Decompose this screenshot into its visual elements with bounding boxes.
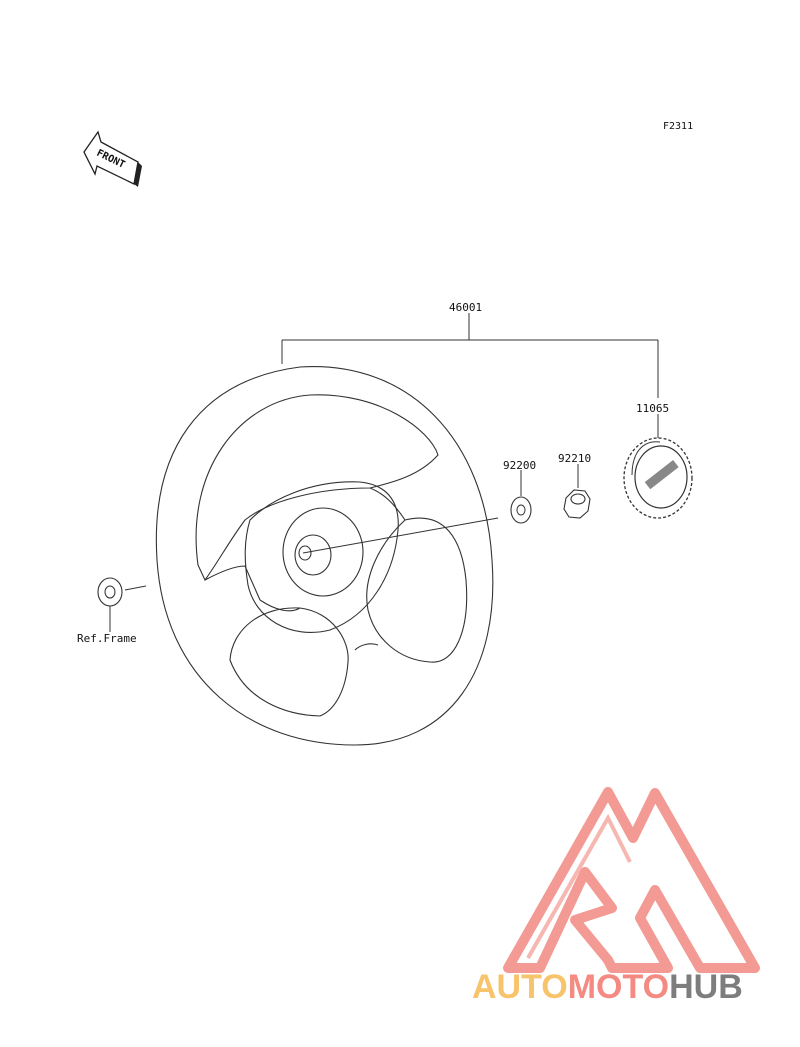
front-arrow-icon: FRONT [83,130,142,187]
assembly-bracket [281,313,659,442]
watermark-text-auto: AUTO [472,968,568,1006]
steering-wheel [155,366,494,746]
figure-code: F2311 [663,121,693,132]
part-label-reference: Ref.Frame [77,632,137,645]
wheel-rim-inner-top [195,394,439,582]
part-label-nut: 92210 [558,452,591,465]
center-cap-11065 [623,437,693,519]
watermark-text-hub: HUB [669,968,743,1006]
watermark-logo-icon [503,787,760,973]
wheel-hub-outer [282,507,364,597]
part-label-assembly: 46001 [449,301,482,314]
part-label-cap: 11065 [636,402,669,415]
watermark-text-moto: MOTO [568,968,669,1006]
wheel-rim-inner-bottom [229,607,349,717]
wheel-rim-outer [155,366,494,746]
washer-92200 [510,470,532,524]
ref-frame-washer [97,577,147,632]
nut-92210 [563,464,591,519]
wheel-hub-inner [294,534,332,576]
shaft-axis-line [302,517,499,554]
watermark-text: AUTOMOTOHUB [472,968,743,1006]
wheel-rim-inner-right [366,517,468,663]
part-label-washer: 92200 [503,459,536,472]
